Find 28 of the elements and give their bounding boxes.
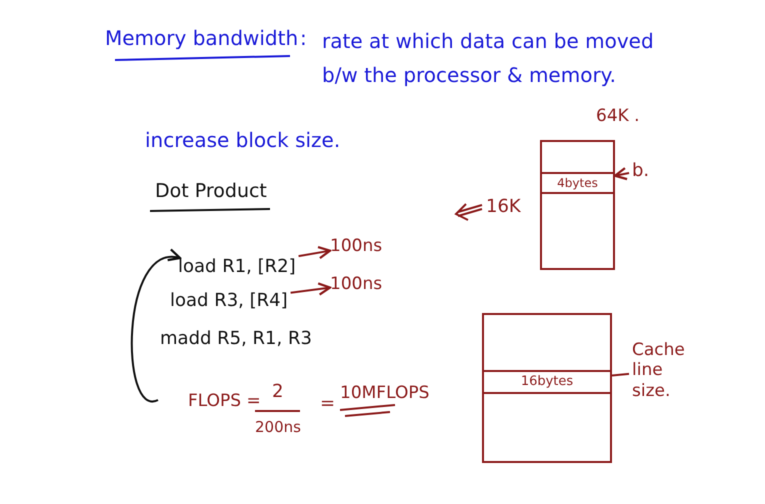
result-text: 10MFLOPS [340,383,430,404]
arrow [614,167,630,180]
latency-label: 100ns [330,274,382,294]
section-heading: Dot Product [155,180,267,203]
cache-block [482,313,612,463]
arrow [290,282,332,296]
block-row: 4bytes [540,172,615,194]
arrow [130,250,182,402]
leader-line [612,372,630,377]
cache-line-note: Cache line size. [632,340,692,402]
size-label: 64K . [596,106,640,126]
instruction-text: load R3, [R4] [170,290,288,312]
formula-text: FLOPS = [188,391,261,412]
block-label: b. [632,160,650,182]
instruction-text: load R1, [R2] [178,256,296,278]
colon-mark: : [300,26,307,50]
note-text: increase block size. [145,128,340,152]
instruction-text: madd R5, R1, R3 [160,328,312,350]
memory-block [540,140,615,270]
cache-line-row: 16bytes [482,370,612,394]
equals-sign: = [320,393,336,415]
definition-text: rate at which data can be moved b/w the processor & memory. [322,28,655,89]
numerator-text: 2 [272,381,284,403]
denominator-text: 200ns [255,418,301,436]
latency-label: 100ns [330,236,382,256]
arrow [298,246,332,260]
size-label: 16K [486,196,521,218]
heading-term: Memory bandwidth [105,26,298,50]
